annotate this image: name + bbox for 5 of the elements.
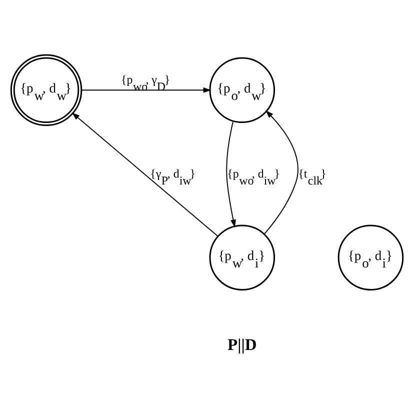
arrow: [226, 120, 236, 228]
label: P||D: [228, 334, 257, 354]
arrow: [81, 86, 212, 92]
arrow: [72, 112, 218, 236]
arrow: [264, 110, 298, 234]
